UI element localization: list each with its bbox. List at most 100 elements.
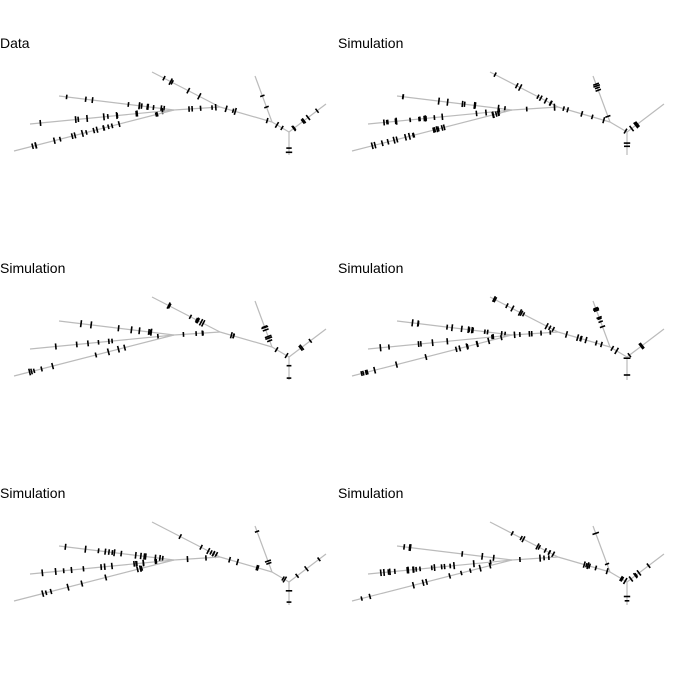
branch-tick-mark bbox=[31, 143, 35, 150]
branch-tick-mark bbox=[262, 328, 269, 332]
branch-tick-mark bbox=[411, 319, 414, 327]
branch-tick-mark bbox=[86, 340, 90, 347]
branch-tick-mark bbox=[493, 72, 497, 78]
tree-branch bbox=[592, 75, 611, 123]
branch-tick-mark bbox=[539, 554, 542, 562]
branch-tick-mark bbox=[492, 554, 495, 561]
branch-tick-mark bbox=[417, 321, 420, 327]
tree-branch bbox=[254, 300, 273, 348]
branch-tick-mark bbox=[123, 344, 127, 351]
branch-tick-mark bbox=[448, 573, 452, 579]
branch-tick-mark bbox=[575, 334, 580, 342]
branch-tick-mark bbox=[602, 116, 606, 124]
branch-tick-mark bbox=[411, 581, 415, 589]
branch-tick-mark bbox=[138, 327, 141, 335]
branch-tick-mark bbox=[282, 576, 288, 583]
branch-tick-mark bbox=[162, 75, 166, 81]
tree-diagram bbox=[351, 71, 665, 155]
branch-tick-mark bbox=[138, 565, 142, 572]
branch-tick-mark bbox=[65, 94, 68, 100]
branch-tick-mark bbox=[610, 345, 615, 352]
branch-tick-mark bbox=[481, 552, 484, 560]
branch-tick-mark bbox=[386, 119, 389, 125]
branch-tick-mark bbox=[134, 551, 137, 559]
branch-tick-mark bbox=[551, 326, 556, 333]
branch-tick-mark bbox=[144, 553, 147, 560]
tree-diagram bbox=[351, 521, 665, 605]
branch-tick-mark bbox=[92, 127, 96, 134]
branch-tick-mark bbox=[261, 325, 269, 330]
branch-tick-mark bbox=[152, 105, 155, 110]
branch-tick-mark bbox=[469, 568, 472, 573]
branch-tick-mark bbox=[423, 115, 426, 122]
branch-tick-mark bbox=[517, 84, 523, 92]
branch-tick-mark bbox=[155, 558, 158, 565]
tree-branch bbox=[173, 556, 221, 561]
branch-tick-mark bbox=[360, 596, 363, 601]
branch-tick-mark bbox=[593, 306, 599, 310]
branch-tick-mark bbox=[28, 368, 32, 376]
branch-tick-mark bbox=[597, 317, 602, 321]
tree-branch bbox=[219, 331, 273, 348]
branch-tick-mark bbox=[58, 136, 62, 142]
branch-tick-mark bbox=[139, 552, 142, 560]
branch-tick-mark bbox=[550, 551, 556, 558]
branch-tick-mark bbox=[521, 311, 526, 317]
branch-tick-mark bbox=[301, 117, 307, 124]
panel-title: Simulation bbox=[338, 260, 404, 276]
branch-tick-mark bbox=[196, 317, 201, 324]
branch-tick-mark bbox=[395, 117, 398, 125]
panel-simulation-3: Simulation bbox=[338, 225, 676, 450]
branch-tick-mark bbox=[95, 126, 99, 133]
branch-tick-mark bbox=[308, 338, 313, 344]
branch-tick-mark bbox=[284, 352, 289, 359]
branch-tick-mark bbox=[450, 324, 454, 332]
branch-tick-mark bbox=[194, 317, 199, 323]
tree-branch bbox=[626, 328, 665, 358]
branch-tick-mark bbox=[167, 303, 172, 309]
panel-simulation-1: Simulation bbox=[338, 0, 676, 225]
branch-tick-mark bbox=[198, 318, 204, 326]
branch-tick-mark bbox=[364, 369, 368, 376]
branch-tick-mark bbox=[586, 562, 590, 570]
branch-tick-mark bbox=[564, 330, 569, 338]
branch-tick-mark bbox=[446, 98, 449, 106]
branch-tick-mark bbox=[380, 140, 384, 147]
branch-tick-mark bbox=[379, 569, 382, 577]
branch-tick-mark bbox=[431, 339, 434, 347]
branch-tick-mark bbox=[379, 344, 382, 352]
branch-tick-mark bbox=[622, 577, 628, 585]
branch-tick-mark bbox=[294, 573, 300, 579]
branch-tick-mark bbox=[54, 568, 57, 575]
branch-tick-mark bbox=[106, 114, 109, 119]
branch-tick-mark bbox=[463, 101, 466, 107]
branch-tick-mark bbox=[478, 564, 482, 572]
tree-branch bbox=[271, 571, 290, 583]
branch-tick-mark bbox=[614, 347, 620, 355]
branch-tick-mark bbox=[513, 331, 516, 339]
tree-branch bbox=[609, 121, 628, 133]
branch-tick-mark bbox=[436, 126, 440, 132]
branch-tick-mark bbox=[85, 129, 88, 135]
branch-tick-mark bbox=[473, 101, 476, 109]
branch-tick-mark bbox=[51, 362, 55, 370]
branch-tick-mark bbox=[596, 315, 602, 320]
tree-branch bbox=[13, 334, 175, 377]
branch-tick-mark bbox=[186, 87, 191, 94]
branch-tick-mark bbox=[639, 342, 645, 349]
branch-tick-mark bbox=[403, 133, 408, 141]
branch-tick-mark bbox=[492, 333, 495, 340]
branch-tick-mark bbox=[483, 329, 486, 335]
branch-tick-mark bbox=[84, 545, 87, 553]
panel-simulation-4: Simulation bbox=[0, 450, 338, 675]
branch-tick-mark bbox=[406, 566, 409, 574]
branch-tick-mark bbox=[409, 544, 412, 552]
panel-title: Simulation bbox=[0, 260, 66, 276]
branch-tick-mark bbox=[505, 303, 509, 309]
branch-tick-mark bbox=[402, 94, 405, 100]
branch-tick-mark bbox=[54, 343, 57, 350]
branch-tick-mark bbox=[497, 104, 500, 113]
branch-tick-mark bbox=[393, 568, 396, 574]
branch-tick-mark bbox=[41, 590, 45, 598]
branch-tick-mark bbox=[120, 550, 123, 557]
